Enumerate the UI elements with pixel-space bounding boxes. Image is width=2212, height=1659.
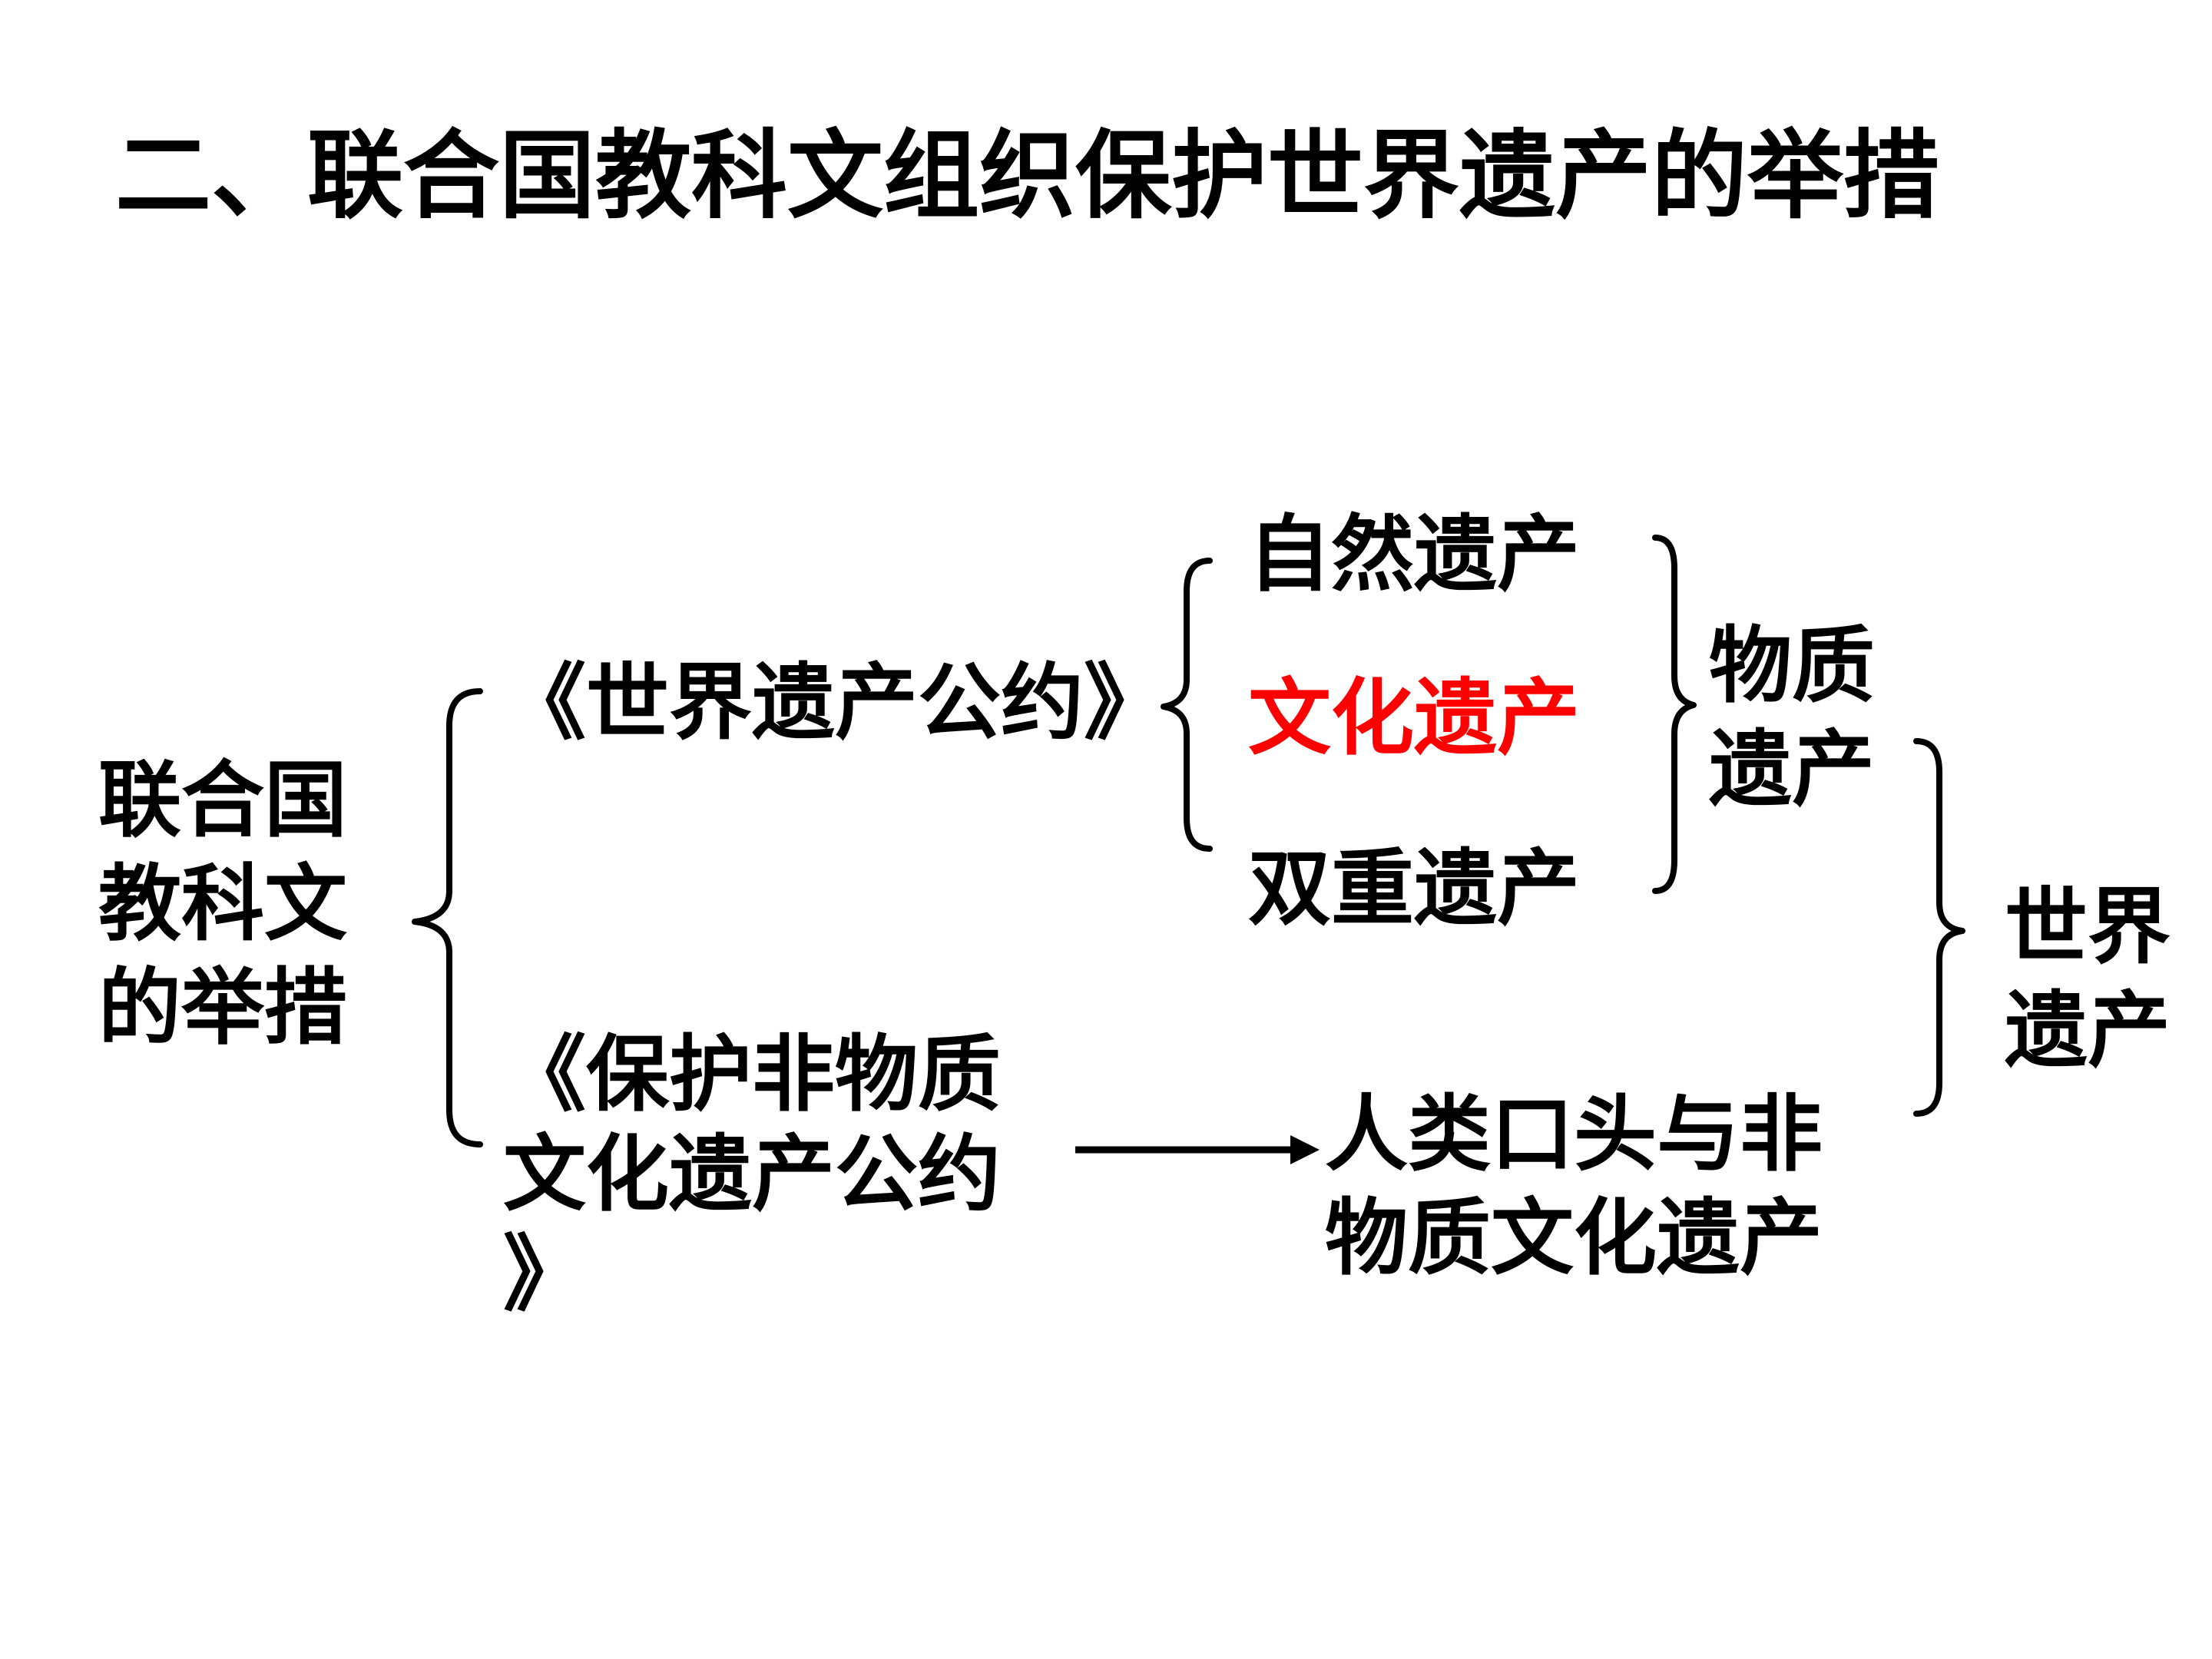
convention2-line-2: 文化遗产公约 [503, 1127, 1002, 1223]
brace-heritage-types [1161, 558, 1213, 852]
page-title: 二、联合国教科文组织保护世界遗产的举措 [115, 121, 1939, 232]
convention-intangible-heritage: 《保护非物质 文化遗产公约 》 [503, 1025, 1001, 1325]
intangible-line-1: 人类口头与非 [1325, 1087, 1823, 1183]
root-node: 联合国 教科文 的举措 [98, 749, 347, 1060]
root-line-3: 的举措 [98, 960, 348, 1056]
intangible-line-2: 物质文化遗产 [1325, 1190, 1823, 1286]
arrow-head-icon [1290, 1135, 1320, 1164]
world-heritage: 世界 遗产 [2005, 876, 2171, 1083]
material-line-1: 物质 [1709, 618, 1876, 714]
convention2-line-1: 《保护非物质 [503, 1027, 1002, 1123]
brace-root [412, 688, 483, 1147]
heritage-natural: 自然遗产 [1248, 507, 1581, 603]
root-line-1: 联合国 [98, 753, 348, 849]
intangible-heritage: 人类口头与非 物质文化遗产 [1325, 1083, 1823, 1290]
convention2-line-3: 》 [503, 1227, 587, 1323]
root-line-2: 教科文 [98, 856, 348, 952]
heritage-cultural: 文化遗产 [1248, 671, 1581, 767]
convention-world-heritage: 《世界遗产公约》 [503, 655, 1167, 751]
material-heritage: 物质 遗产 [1709, 614, 1875, 822]
heritage-mixed: 双重遗产 [1248, 841, 1581, 937]
brace-material [1652, 535, 1697, 894]
world-line-1: 世界 [2005, 879, 2171, 975]
material-line-2: 遗产 [1709, 722, 1876, 818]
brace-world [1913, 738, 1965, 1117]
world-line-2: 遗产 [2005, 983, 2171, 1079]
